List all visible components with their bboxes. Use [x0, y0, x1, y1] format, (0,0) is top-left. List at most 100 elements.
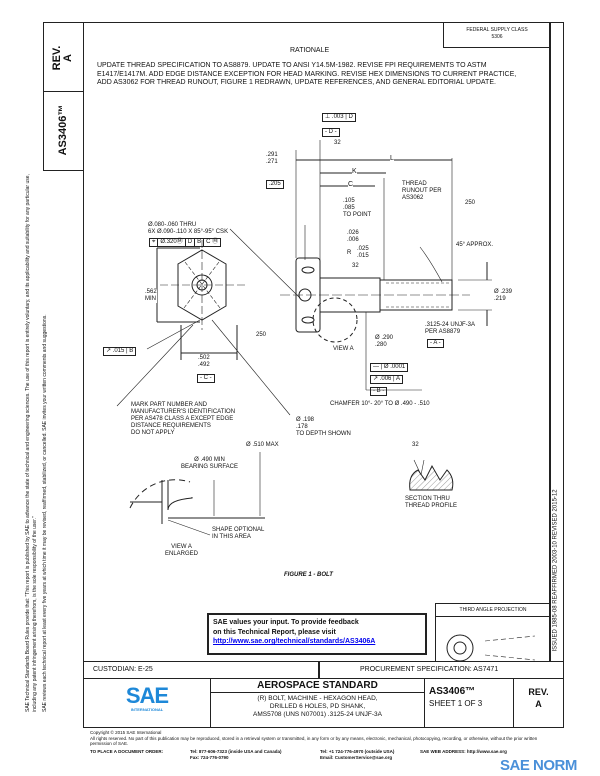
fcf-top-datum: D: [348, 114, 353, 120]
dim-head: .291.271: [266, 152, 278, 166]
footer: Copyright © 2015 SAE International All r…: [90, 730, 550, 747]
feedback-link[interactable]: http://www.sae.org/technical/standards/A…: [213, 638, 376, 645]
finish-32: 32: [334, 140, 341, 146]
fcf-pos-datum-c: C Ⓜ: [206, 239, 219, 245]
dim-290-value: .290 .280: [375, 335, 394, 348]
dim-290: Ø .290 .280: [375, 335, 394, 348]
rationale-text: UPDATE THREAD SPECIFICATION TO AS8879. U…: [97, 62, 517, 86]
feedback-box: SAE values your input. To provide feedba…: [207, 613, 427, 655]
sheet-number: SHEET 1 OF 3: [429, 699, 483, 708]
doc-number-cell: AS3406™ SHEET 1 OF 3: [424, 678, 514, 728]
fcf-top-value: .003: [331, 114, 344, 120]
dim-562: .562 MIN: [145, 289, 157, 303]
dim-dia-239: Ø .239 .219: [494, 289, 513, 302]
thread-spec: .3125-24 UNJF-3A PER AS8879: [425, 322, 476, 335]
fcf-pos-datum-b: B: [195, 239, 205, 246]
feedback-line2: on this Technical Report, please visit: [213, 628, 336, 636]
tel-outside: Tel: +1 724-776-4970 (outside USA): [320, 749, 395, 754]
dim-dia-239-value: .239 .219: [494, 289, 513, 302]
web-address: SAE WEB ADDRESS: http://www.sae.org: [420, 749, 507, 754]
datum-b: - B -: [370, 387, 388, 396]
dim-radius: .025 .015: [357, 246, 369, 259]
dim-head-min: .271: [266, 159, 278, 165]
radius-label: R: [347, 250, 352, 256]
sae-logo: SAE: [125, 683, 169, 708]
rev-label-title: REV.: [528, 687, 549, 697]
fcf-runout-b: ↗ .015 | B: [103, 347, 137, 356]
fcf-position: ⌖ Ø.320Ⓜ D B C Ⓜ: [149, 238, 222, 247]
thread-runout-note: THREAD RUNOUT PER AS3062: [402, 181, 442, 201]
dim-L: L: [390, 155, 394, 164]
fcf-perpendicularity: ⊥ .003 | D: [322, 113, 356, 122]
fcf-pos-tolerance: Ø.320Ⓜ: [158, 239, 186, 246]
order-contacts-2: Tel: +1 724-776-4970 (outside USA)Email:…: [320, 749, 394, 761]
view-a-circle: [312, 297, 358, 343]
finish-250-head: 250: [256, 332, 267, 338]
datum-c: - C -: [197, 374, 215, 383]
dim-502: .502 .492: [198, 355, 210, 368]
rev-cell: REV. A: [513, 678, 564, 728]
hole-dia: Ø .198 .178 TO DEPTH SHOWN: [296, 417, 351, 437]
rationale-title: RATIONALE: [290, 47, 330, 54]
right-strip-divider: [549, 22, 551, 662]
fsc-text: FEDERAL SUPPLY CLASS 5306: [466, 27, 528, 40]
drill-note: Ø.080-.060 THRU 6X Ø.090-.110 X 85°-95° …: [148, 222, 229, 235]
fcf-pos-symbol: ⌖: [150, 239, 159, 246]
thread-profile: [409, 464, 454, 491]
document-title: (R) BOLT, MACHINE - HEXAGON HEAD, DRILLE…: [253, 695, 382, 718]
doc-number: AS3406™: [429, 686, 476, 697]
finish-250: 250: [465, 200, 476, 206]
tel-inside: Tel: 877-606-7323 (inside USA and Canada…: [190, 749, 282, 754]
figure-caption: FIGURE 1 - BOLT: [284, 572, 333, 578]
order-contacts-1: Tel: 877-606-7323 (inside USA and Canada…: [190, 749, 282, 761]
chamfer-note: CHAMFER 10°- 20° TO Ø .490 - .510: [330, 401, 430, 407]
dim-K: K: [352, 168, 357, 177]
feedback-line1: SAE values your input. To provide feedba…: [213, 619, 359, 626]
title-cell: AEROSPACE STANDARD (R) BOLT, MACHINE - H…: [210, 678, 425, 728]
finish-32-shank: 32: [352, 263, 359, 269]
fcf-runout-a-value: .006: [379, 376, 392, 382]
fax: Fax: 724-776-0790: [190, 755, 229, 760]
sae-logo-sub: INTERNATIONAL: [130, 707, 164, 712]
fcf-runout-a: ↗ .006 | A: [370, 375, 403, 384]
logo-cell: SAE INTERNATIONAL: [83, 678, 211, 728]
fcf-runout-b-datum: B: [129, 348, 134, 354]
view-a-label: VIEW A: [333, 346, 354, 352]
order-label: TO PLACE A DOCUMENT ORDER:: [90, 749, 164, 754]
email: Email: CustomerService@sae.org: [320, 755, 393, 760]
angle-45: 45° APPROX.: [456, 242, 494, 248]
view-a-enlarged: VIEW A ENLARGED: [165, 544, 199, 557]
hole-dia-value: .198 .178 TO DEPTH SHOWN: [296, 417, 351, 437]
fcf-straight-value: Ø .0001: [383, 364, 406, 370]
projection-box: THIRD ANGLE PROJECTION: [435, 603, 550, 662]
datum-d: - D -: [322, 128, 340, 137]
rev-value-title: A: [535, 699, 542, 709]
copyright: Copyright © 2015 SAE International: [90, 730, 162, 735]
watermark: SAE NORM: [500, 757, 577, 774]
shape-optional: SHAPE OPTIONAL IN THIS AREA: [212, 527, 265, 540]
aerospace-standard: AEROSPACE STANDARD: [211, 679, 424, 693]
dim-026: .026 .006: [347, 230, 359, 243]
procurement-spec: PROCUREMENT SPECIFICATION: AS7471: [360, 666, 499, 673]
dim-105: .105 .085 TO POINT: [343, 198, 372, 218]
bearing-surface: Ø .490 MIN BEARING SURFACE: [181, 457, 239, 470]
fcf-straightness: — | Ø .0001: [370, 363, 409, 372]
fcf-pos-datum-d: D: [186, 239, 196, 246]
finish-32-thread: 32: [412, 442, 419, 448]
rights-notice: All rights reserved. No part of this pub…: [90, 735, 538, 747]
fcf-runout-a-datum: A: [395, 376, 400, 382]
dia-510-max: Ø .510 MAX: [246, 442, 279, 448]
dim-head-max: .291: [266, 152, 278, 158]
fsc-box: FEDERAL SUPPLY CLASS 5306: [443, 22, 550, 48]
custodian-divider: [318, 661, 320, 679]
datum-a: - A -: [427, 339, 444, 348]
dim-C: C: [348, 181, 354, 190]
fcf-runout-b-value: .015: [112, 348, 125, 354]
section-thru-label: SECTION THRU THREAD PROFILE: [405, 496, 458, 509]
projection-label: THIRD ANGLE PROJECTION: [436, 604, 550, 617]
dim-205: .205: [266, 180, 284, 189]
marking-note: MARK PART NUMBER AND MANUFACTURER'S IDEN…: [131, 402, 236, 436]
custodian: CUSTODIAN: E-25: [93, 666, 153, 673]
